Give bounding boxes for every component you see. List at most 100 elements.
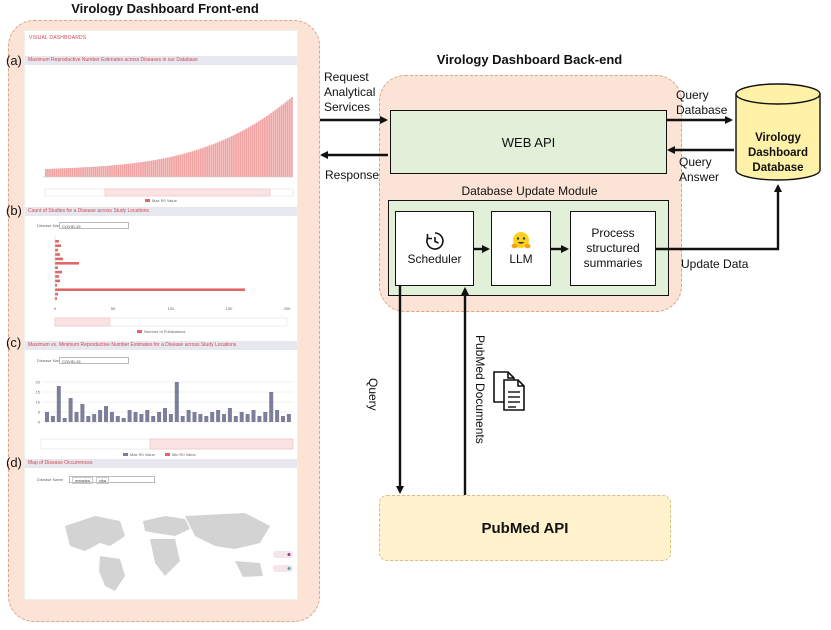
chart-a-bar	[63, 168, 66, 177]
chart-a-bar	[61, 168, 64, 177]
chart-a-bar	[171, 156, 173, 177]
chart-a-bar	[96, 166, 99, 177]
chart-a-bar	[51, 168, 53, 177]
chart-a-bar	[286, 100, 289, 177]
update-data-label: Update Data	[681, 257, 749, 271]
chart-c-bar	[157, 412, 162, 422]
d-disease-select[interactable]: measles zika	[69, 476, 155, 484]
dashboard-screenshot: VISUAL DASHBOARDS Maximum Reproductive N…	[24, 30, 298, 600]
chart-c-bar	[233, 416, 238, 422]
chart-c-bar	[92, 414, 97, 422]
c-disease-select[interactable]: COVID-19	[59, 357, 129, 364]
chart-a-bar	[268, 114, 270, 177]
chart-a-bar	[257, 121, 260, 177]
b-filter-label: Disease Name	[37, 223, 64, 228]
chart-a-bar	[284, 102, 287, 177]
chart-a-bar	[148, 160, 151, 177]
chart-a-bar	[98, 166, 101, 177]
database-label-3: Database	[752, 161, 804, 174]
section-b-title: Count of Studies for a Disease across St…	[25, 207, 297, 216]
chart-a-bar	[158, 159, 161, 177]
chart-a-bar	[115, 165, 118, 177]
chart-a-bar	[152, 160, 155, 177]
chart-a-bar	[121, 164, 124, 177]
tag-zika[interactable]: zika	[96, 477, 110, 484]
b-disease-select[interactable]: COVID-19	[59, 222, 129, 229]
chart-c-tick: 10	[36, 400, 41, 405]
chart-a-bar	[65, 168, 68, 177]
chart-a-bar	[181, 154, 184, 177]
label-a: (a)	[6, 53, 22, 68]
chart-c-bar	[251, 410, 256, 422]
chart-c-bar	[174, 382, 179, 422]
process-box: Process structured summaries	[570, 211, 656, 286]
chart-a-bar	[264, 117, 266, 177]
chart-a-bar	[111, 165, 113, 177]
database-label: Virology Dashboard Database	[738, 131, 818, 176]
chart-a-bar	[125, 163, 128, 177]
pubmed-api-box: PubMed API	[379, 495, 671, 561]
request-label: Request Analytical Services	[324, 70, 375, 115]
chart-c-bar	[257, 416, 262, 422]
chart-a-bar	[243, 129, 246, 177]
chart-a-bar	[150, 160, 153, 177]
chart-c-bar	[275, 410, 280, 422]
chart-a-bar	[88, 166, 91, 177]
chart-a-bar	[156, 159, 159, 177]
chart-c-bar	[239, 412, 244, 422]
query-answer-label-2: Answer	[679, 170, 720, 184]
section-c-title: Maximum vs. Minimum Reproductive Number …	[25, 341, 297, 350]
chart-a-bar	[144, 161, 146, 177]
chart-a-bar	[78, 167, 80, 177]
chart-c-legend-max: Max R0 Value	[130, 452, 156, 457]
chart-a-bar	[135, 162, 138, 177]
chart-c-legend-min: Min R0 Value	[172, 452, 196, 457]
chart-a-bar	[224, 138, 227, 177]
chart-a-bar	[266, 115, 268, 177]
chart-a-bar	[127, 163, 130, 177]
chart-c-bar	[121, 418, 126, 422]
chart-a-bar	[218, 141, 221, 177]
chart-a-bar	[90, 166, 93, 177]
chart-b-tick: 0	[54, 306, 57, 311]
chart-a-bar	[195, 149, 198, 177]
scheduler-label: Scheduler	[407, 252, 462, 266]
world-map[interactable]	[25, 491, 297, 599]
database-cylinder	[735, 83, 821, 181]
chart-a-bar	[212, 144, 215, 177]
chart-a-bar	[146, 161, 149, 177]
chart-c-bar	[210, 412, 215, 422]
chart-a-bar	[208, 145, 211, 177]
chart-a-bar	[288, 98, 291, 177]
chart-a-bar	[107, 165, 109, 177]
chart-a-bar	[71, 167, 74, 177]
request-label-1: Request	[324, 70, 369, 84]
chart-c-tick: 20	[36, 380, 41, 385]
chart-a-bar	[140, 162, 142, 177]
d-filter-label: Disease Name	[37, 477, 64, 482]
chart-a-bar	[202, 147, 204, 177]
chart-c-bar	[192, 412, 197, 422]
chart-a-bar	[109, 165, 111, 177]
chart-a-bar	[133, 163, 136, 177]
chart-c-bar	[98, 410, 103, 422]
chart-a-bar	[84, 167, 87, 177]
chart-b-tick: 100	[168, 306, 175, 311]
chart-c-bar	[216, 410, 221, 422]
frontend-title: Virology Dashboard Front-end	[71, 1, 259, 16]
chart-c-tick: 15	[36, 390, 41, 395]
chart-c-bar	[45, 412, 49, 422]
response-label: Response	[325, 168, 380, 182]
dashboard-header: VISUAL DASHBOARDS	[29, 35, 87, 41]
chart-b-tick: 200	[284, 306, 291, 311]
query-database-label-2: Database	[676, 103, 728, 117]
chart-a-bar	[59, 168, 62, 177]
request-label-2: Analytical	[324, 85, 376, 99]
chart-a-bar	[177, 155, 180, 177]
chart-a-bar	[220, 140, 223, 177]
query-answer-label: Query Answer	[679, 155, 719, 185]
label-b: (b)	[6, 203, 22, 218]
tag-measles[interactable]: measles	[72, 477, 93, 484]
chart-c-bar	[145, 410, 150, 422]
